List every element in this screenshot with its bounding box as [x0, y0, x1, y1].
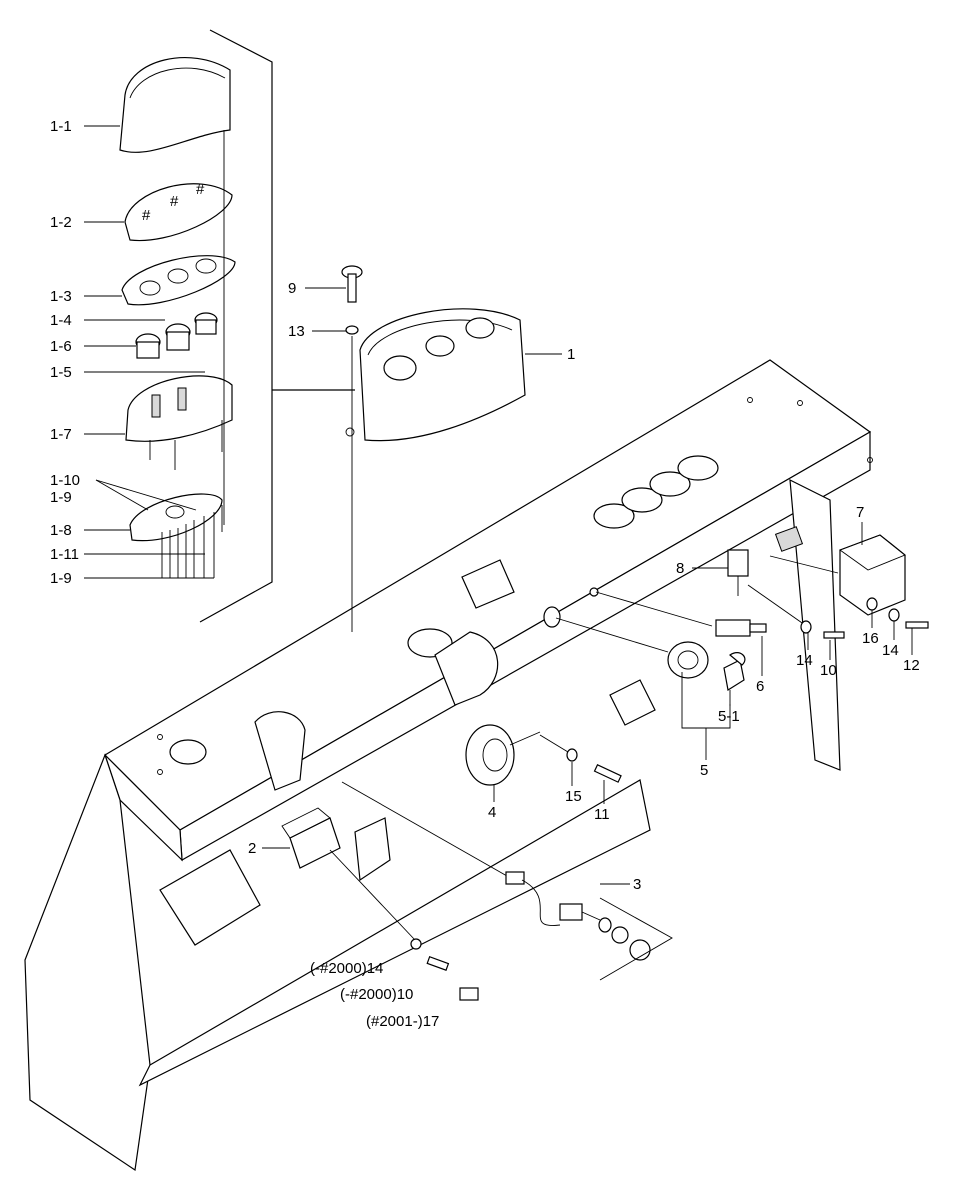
part-1-3-faceplate: [121, 255, 236, 306]
callout-3: 3: [633, 876, 641, 893]
callout-1-8: 1-8: [50, 522, 72, 539]
part-9-bolt: [341, 265, 363, 303]
part-1-1-cover: [119, 57, 231, 153]
callout-4: 4: [488, 804, 496, 821]
callout-2000-14: (-#2000)14: [310, 960, 383, 977]
part-1-8-circuit-board: [129, 493, 223, 542]
part-1-2-lens: # # #: [124, 181, 233, 242]
callout-1-5: 1-5: [50, 364, 72, 381]
part-1-7-housing: [125, 375, 233, 470]
callout-1-4: 1-4: [50, 312, 72, 329]
callout-16: 16: [862, 630, 879, 647]
callout-14-right: 14: [882, 642, 899, 659]
callout-1-2: 1-2: [50, 214, 72, 231]
callout-6: 6: [756, 678, 764, 695]
callout-11: 11: [594, 806, 610, 823]
svg-text:#: #: [170, 193, 179, 210]
callout-13: 13: [288, 323, 305, 340]
part-7-controller: [769, 526, 906, 616]
part-8-relay: [727, 549, 806, 626]
callout-12: 12: [903, 657, 920, 674]
callout-10: 10: [820, 662, 837, 679]
callout-8: 8: [676, 560, 684, 577]
part-2-module: [281, 807, 479, 1001]
svg-text:#: #: [142, 207, 151, 224]
svg-text:#: #: [196, 181, 205, 198]
dashboard-panel: [24, 359, 873, 1172]
callout-1-9-bottom: 1-9: [50, 570, 72, 587]
callout-1-1: 1-1: [50, 118, 72, 135]
callout-1-11: 1-11: [50, 546, 79, 563]
part-13-washer: [345, 325, 359, 335]
instrument-panel-bracket: [199, 29, 355, 623]
part-1-4-gauge: [165, 323, 191, 351]
callout-2: 2: [248, 840, 256, 857]
callout-1-3: 1-3: [50, 288, 72, 305]
callout-2001-17: (#2001-)17: [366, 1013, 439, 1030]
callout-9: 9: [288, 280, 296, 297]
part-1-6-gauge: [135, 333, 161, 359]
part-3-wire-connector: [341, 781, 673, 981]
part-1-instrument-cluster: [345, 308, 526, 442]
callout-7: 7: [856, 504, 864, 521]
part-5-1-key: [723, 652, 746, 691]
panel-slots: [169, 455, 719, 765]
callout-1: 1: [567, 346, 575, 363]
callout-5: 5: [700, 762, 708, 779]
callout-2000-10: (-#2000)10: [340, 986, 413, 1003]
part-6-switch: [595, 591, 767, 637]
callout-1-9-top: 1-9: [50, 489, 72, 506]
part-4-horn: [465, 724, 569, 800]
callout-15: 15: [565, 788, 582, 805]
part-1-5-gauge: [194, 312, 218, 335]
callout-5-1: 5-1: [718, 708, 740, 725]
callout-1-7: 1-7: [50, 426, 72, 443]
leader-lines: [84, 125, 913, 885]
callout-1-10: 1-10: [50, 472, 80, 489]
part-5-ignition-switch: [555, 617, 731, 729]
fasteners-15-11: [566, 748, 622, 783]
callout-14-left: 14: [796, 652, 813, 669]
fasteners-right: [800, 597, 929, 639]
callout-labels: 1-1 1-2 1-3 1-4 1-6 1-5 1-7 1-10 1-9 1-8…: [50, 118, 920, 1030]
callout-1-6: 1-6: [50, 338, 72, 355]
